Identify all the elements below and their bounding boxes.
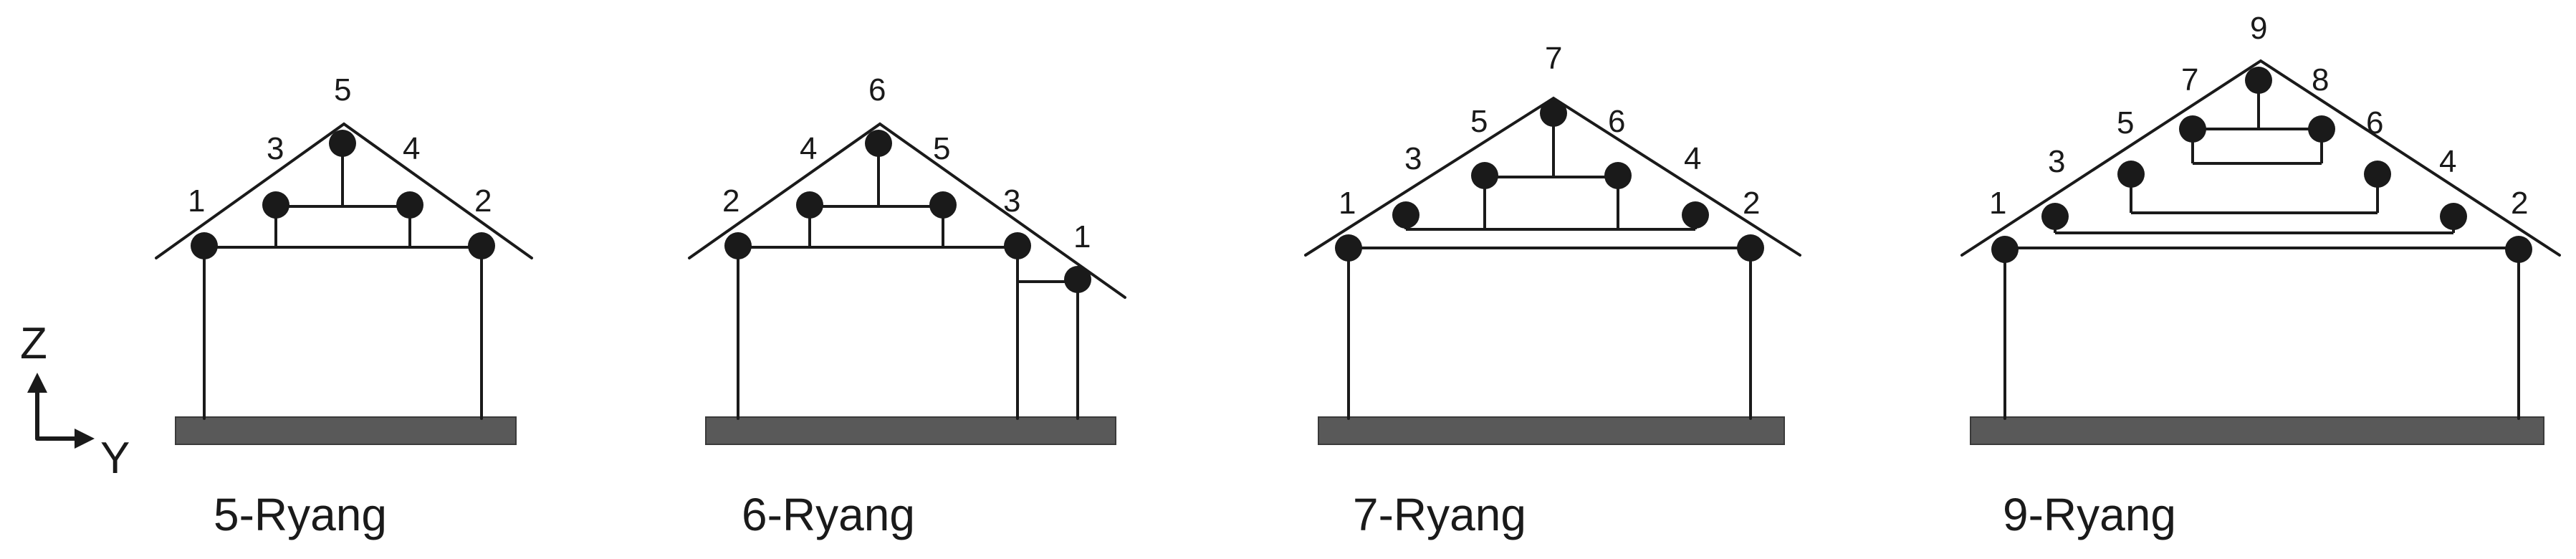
purlin-2	[724, 232, 752, 259]
z-axis-arrowhead	[27, 373, 47, 393]
panel-caption: 7-Ryang	[1353, 489, 1526, 540]
panel-7-ryang: 1 2 3 4 5 6 7 7-Ryang	[1304, 41, 1801, 540]
purlin-3	[262, 191, 289, 219]
purlin-label: 6	[868, 72, 886, 108]
purlin-label: 2	[722, 183, 739, 219]
purlin-label: 4	[800, 131, 817, 166]
purlin-label: 6	[2366, 105, 2383, 140]
panel-caption: 5-Ryang	[214, 489, 387, 540]
purlin-2	[2505, 236, 2532, 263]
purlin-label: 1	[188, 183, 205, 219]
ground-base	[705, 416, 1116, 445]
purlin-label: 1	[1073, 219, 1091, 254]
purlin-5	[2117, 161, 2145, 188]
purlin-3	[1392, 201, 1419, 229]
purlin-label: 9	[2250, 11, 2267, 46]
panel-6-ryang: 1 2 3 4 5 6 6-Ryang	[688, 72, 1126, 540]
purlin-label: 3	[1404, 141, 1422, 176]
purlin-label: 7	[2181, 62, 2198, 97]
purlin-1	[1064, 266, 1091, 293]
purlin-label: 7	[1545, 41, 1562, 76]
z-axis-label: Z	[20, 319, 47, 368]
purlin-label: 3	[2048, 144, 2065, 179]
ground-base	[1970, 416, 2544, 445]
panel-5-ryang: 1 2 3 4 5 5-Ryang	[155, 72, 533, 540]
purlin-label: 2	[1743, 186, 1760, 221]
panel-9-ryang: 1 2 3 4 5 6 7 8 9 9-Ryang	[1960, 11, 2561, 540]
purlin-4	[2440, 203, 2467, 230]
purlin-label: 5	[1470, 104, 1488, 139]
purlin-4	[796, 191, 823, 219]
roof-rafter	[1304, 96, 1801, 257]
purlin-4	[1682, 201, 1709, 229]
purlin-6	[865, 130, 892, 157]
purlin-label: 4	[403, 131, 420, 166]
purlin-label: 3	[1003, 183, 1020, 219]
purlin-label: 3	[267, 131, 284, 166]
roof-rafter	[688, 122, 1126, 299]
purlin-4	[396, 191, 423, 219]
purlin-7	[1540, 100, 1567, 127]
axis-indicator: Z Y	[20, 319, 130, 483]
ground-base	[175, 416, 517, 445]
roof-rafter	[155, 122, 533, 259]
purlin-6	[1604, 162, 1632, 189]
purlin-label: 2	[2511, 186, 2528, 221]
purlin-1	[1335, 234, 1362, 262]
purlin-5	[1471, 162, 1498, 189]
y-axis-label: Y	[100, 434, 130, 483]
purlin-label: 5	[334, 72, 351, 108]
panel-caption: 6-Ryang	[742, 489, 915, 540]
purlin-label: 8	[2312, 62, 2329, 97]
purlin-5	[929, 191, 957, 219]
purlin-6	[2364, 161, 2391, 188]
purlin-label: 5	[933, 131, 950, 166]
purlin-8	[2308, 115, 2335, 143]
purlin-1	[191, 232, 218, 259]
purlin-label: 6	[1608, 104, 1625, 139]
purlin-label: 5	[2117, 105, 2134, 140]
purlin-label: 4	[1684, 141, 1701, 176]
purlin-label: 1	[1339, 186, 1356, 221]
roof-rafter	[1960, 59, 2561, 257]
purlin-2	[1737, 234, 1764, 262]
purlin-1	[1991, 236, 2019, 263]
purlin-label: 2	[474, 183, 492, 219]
ground-base	[1318, 416, 1785, 445]
purlin-3	[2041, 203, 2069, 230]
panel-caption: 9-Ryang	[2003, 489, 2176, 540]
purlin-3	[1004, 232, 1031, 259]
purlin-9	[2245, 67, 2272, 94]
purlin-label: 1	[1989, 186, 2006, 221]
purlin-5	[329, 130, 356, 157]
purlin-7	[2179, 115, 2206, 143]
purlin-label: 4	[2439, 144, 2456, 179]
purlin-2	[468, 232, 495, 259]
y-axis-arrowhead	[75, 429, 95, 449]
